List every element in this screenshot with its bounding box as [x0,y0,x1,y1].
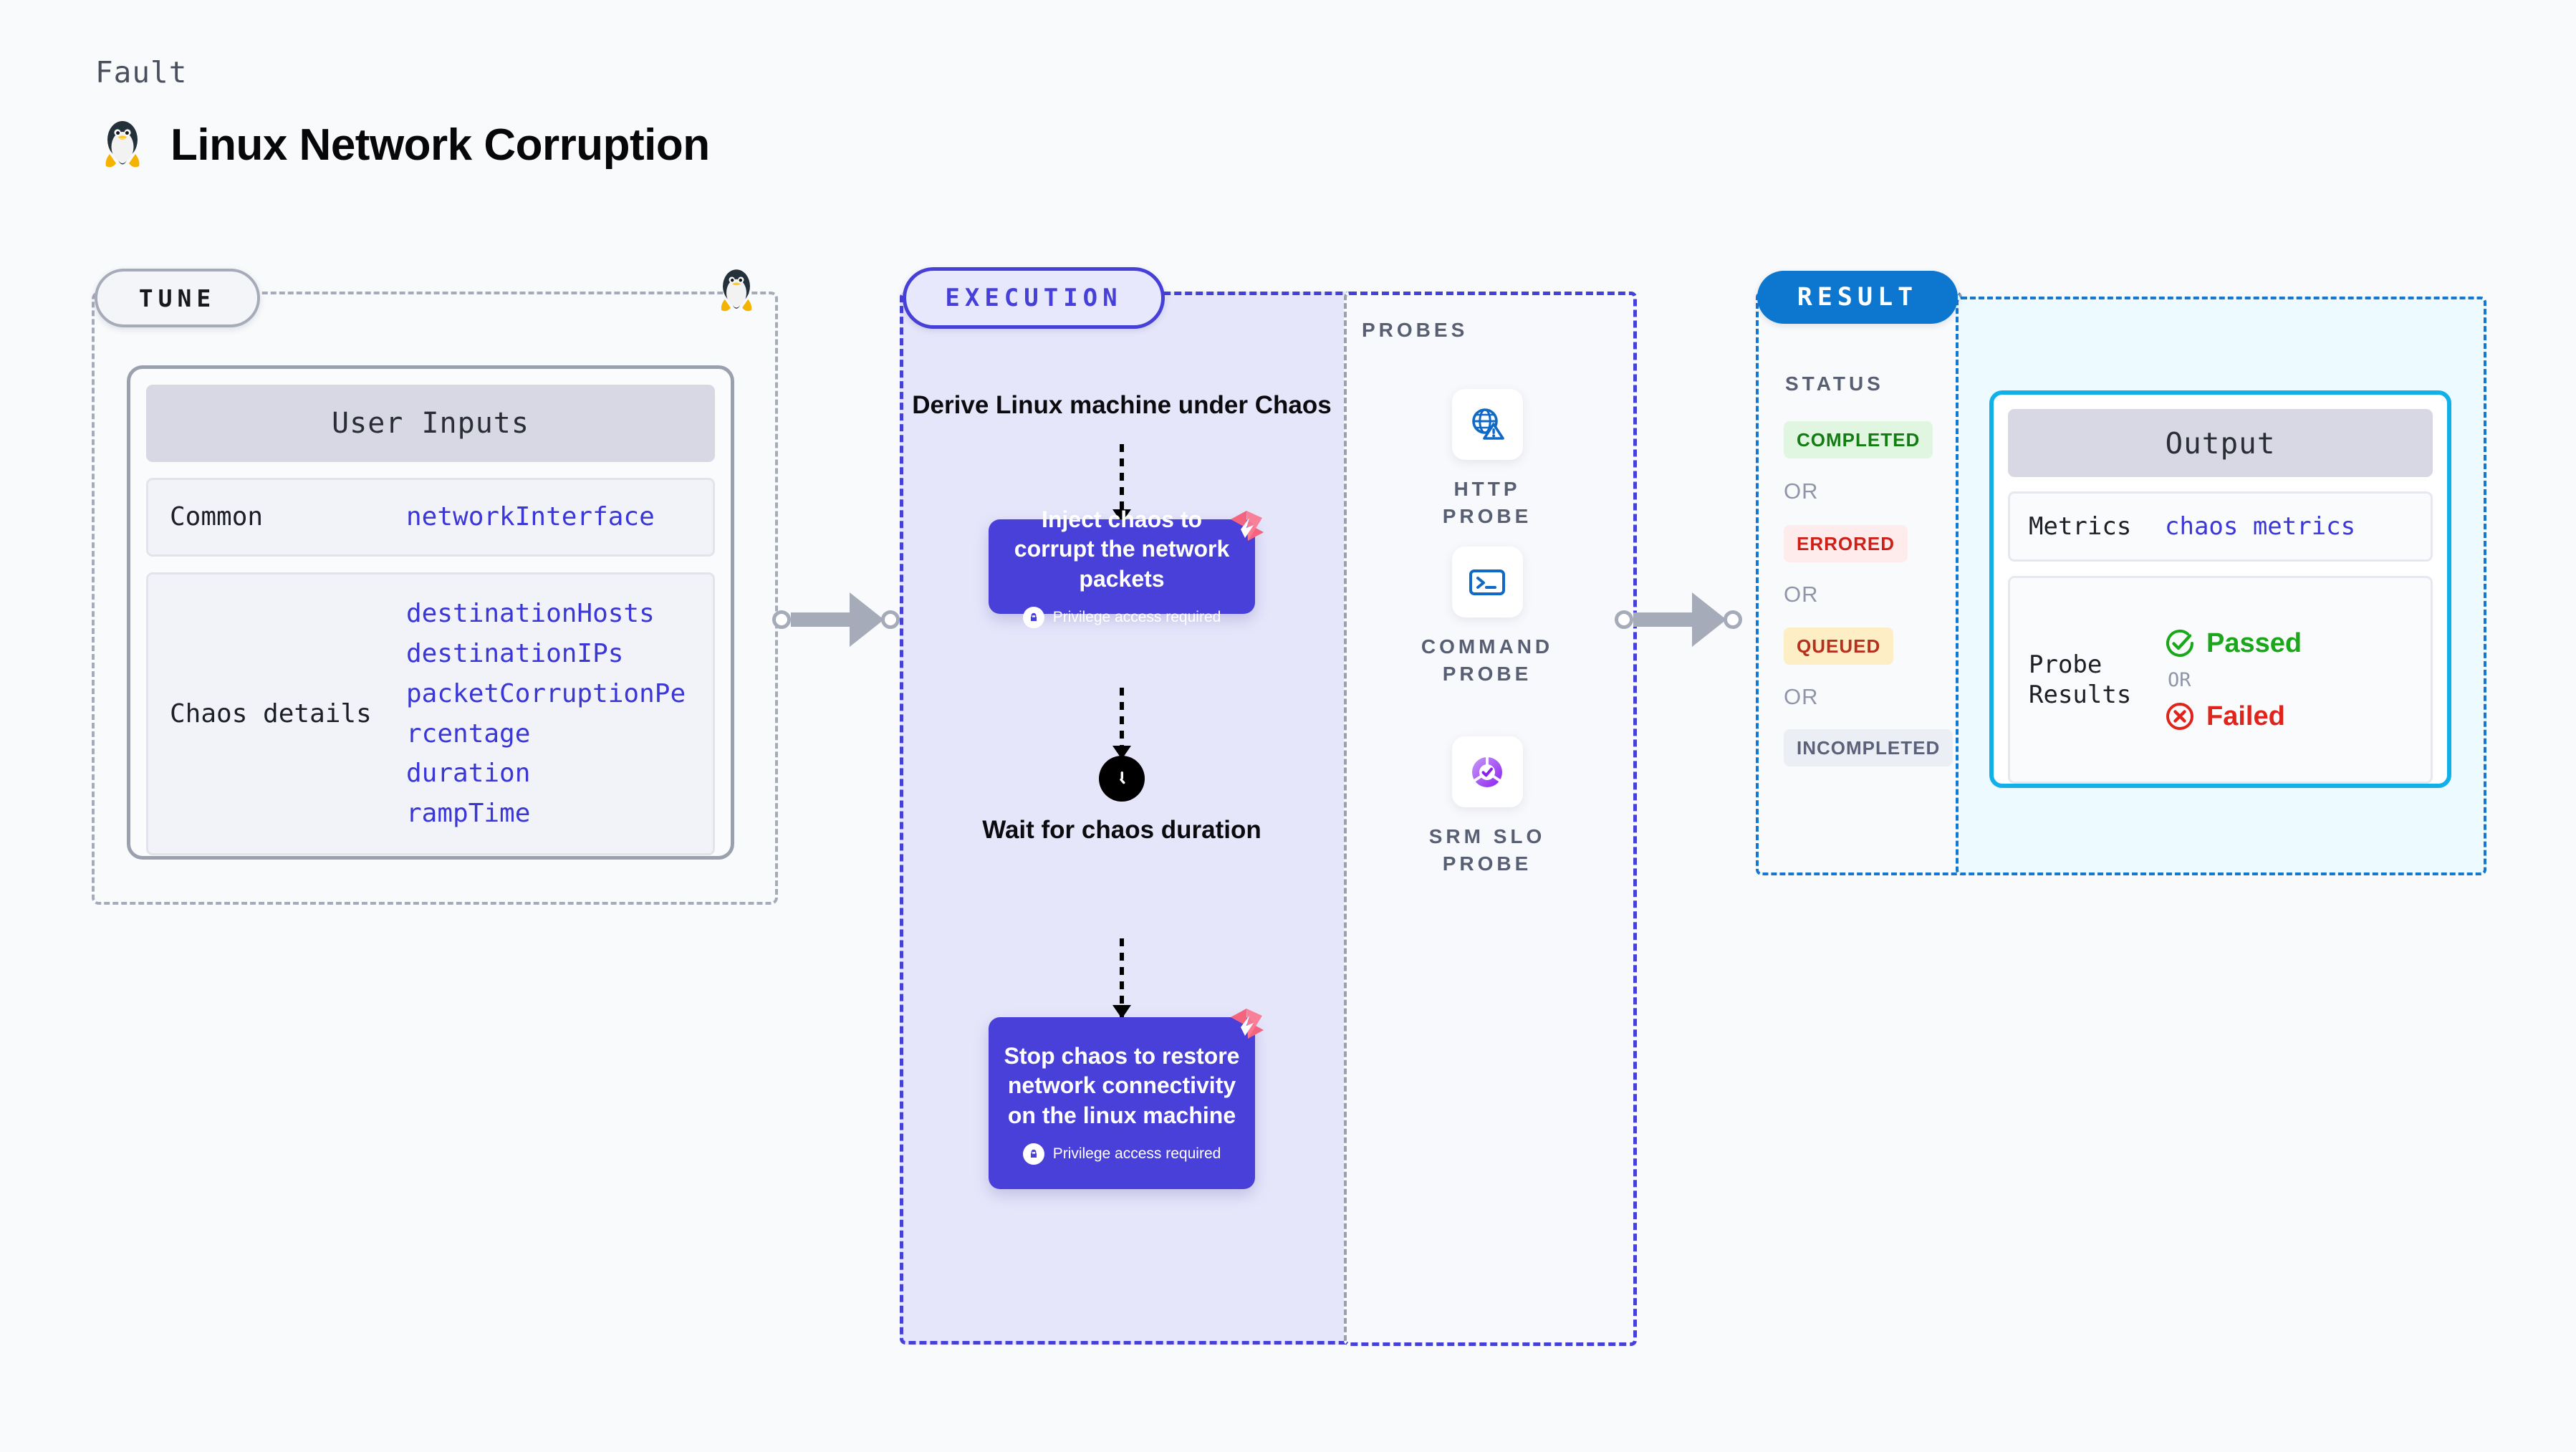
input-value: packetCorruptionPercentage [406,678,686,749]
connector-dot [772,610,791,629]
failed-label: Failed [2206,701,2285,731]
status-or-label: OR [1784,684,1819,709]
user-inputs-title: User Inputs [146,385,715,462]
probe-result-values: Passed OR Failed [2165,628,2302,732]
status-badge-completed: COMPLETED [1784,421,1933,458]
passed-label: Passed [2206,628,2302,658]
result-panel [1756,292,1962,875]
status-or-label: OR [1784,479,1819,504]
probe-label: HTTP PROBE [1442,478,1532,527]
input-group-label: Chaos details [170,698,372,729]
fault-kind-label: Fault [95,55,188,90]
connector-bar [1633,612,1693,627]
globe-warning-icon [1451,389,1523,460]
probe-srm-slo[interactable]: SRM SLO PROBE [1416,736,1559,878]
connector-arrowhead [1692,592,1726,647]
output-label: Probe Results [2029,650,2132,710]
input-value: networkInterface [406,502,655,532]
output-label: Metrics [2029,511,2132,541]
connector-dot [1615,610,1633,629]
probe-result-passed: Passed [2165,628,2302,659]
execution-stage-badge[interactable]: EXECUTION [903,267,1165,329]
status-badge-errored: ERRORED [1784,525,1908,562]
connector-probes-to-result [1615,592,1742,647]
slo-check-icon [1451,736,1523,807]
check-circle-icon [2166,630,2193,657]
step-title: Inject chaos to corrupt the network pack… [1014,506,1230,592]
flow-arrow [1120,938,1124,1017]
privilege-text: Privilege access required [1052,1145,1221,1163]
connector-dot [881,610,900,629]
tune-stage-badge[interactable]: TUNE [95,269,260,327]
connector-tune-to-execution [772,592,900,647]
execution-flow: Derive Linux machine under Chaos Inject … [900,292,1344,1337]
input-value: duration [406,759,531,789]
privilege-note: Privilege access required [1022,607,1221,629]
input-group-label: Common [170,502,264,532]
status-title: STATUS [1785,372,1884,395]
x-circle-icon [2166,703,2193,730]
probe-http[interactable]: HTTP PROBE [1416,389,1559,530]
flow-arrow [1120,444,1124,521]
harness-logo-icon [1231,511,1264,541]
input-value: destinationIPs [406,638,624,668]
probe-label: COMMAND PROBE [1421,635,1554,685]
page-title: Linux Network Corruption [170,120,710,170]
probes-panel [1344,292,1637,1346]
page-title-row: Linux Network Corruption [100,118,710,171]
input-group-values: destinationHosts destinationIPs packetCo… [406,594,691,834]
probe-result-failed: Failed [2165,701,2302,732]
status-badge-queued: QUEUED [1784,628,1894,665]
probe-command[interactable]: COMMAND PROBE [1416,547,1559,688]
result-stage-badge[interactable]: RESULT [1757,271,1958,324]
output-card: Output Metrics chaos metrics Probe Resul… [1989,390,2451,788]
harness-logo-icon [1231,1009,1264,1039]
tune-linux-penguin-icon [716,266,756,319]
step-wait-duration: Wait for chaos duration [982,816,1261,844]
step-title: Stop chaos to restore network connectivi… [1004,1042,1240,1128]
input-group-values: networkInterface [406,497,655,537]
privilege-note: Privilege access required [1022,1143,1221,1165]
connector-dot [1724,610,1742,629]
input-group-common: Common networkInterface [146,478,715,557]
output-group-metrics: Metrics chaos metrics [2008,491,2433,562]
probes-title: PROBES [1362,319,1469,341]
connector-bar [791,612,851,627]
probe-label: SRM SLO PROBE [1428,825,1546,875]
output-group-probe-results: Probe Results Passed OR Failed [2008,576,2433,784]
status-badge-incompleted: INCOMPLETED [1784,729,1953,766]
input-value: rampTime [406,799,531,829]
clock-icon [1099,756,1145,802]
connector-arrowhead [850,592,884,647]
step-inject-chaos: Inject chaos to corrupt the network pack… [989,506,1264,629]
status-or-label: OR [1784,582,1819,607]
output-title: Output [2008,409,2433,477]
user-inputs-card: User Inputs Common networkInterface Chao… [127,365,734,860]
linux-penguin-icon [100,118,145,171]
input-value: destinationHosts [406,599,655,629]
lock-icon [1022,1143,1044,1165]
step-derive-machine: Derive Linux machine under Chaos [912,391,1332,419]
step-stop-chaos: Stop chaos to restore network connectivi… [989,1009,1264,1189]
privilege-text: Privilege access required [1052,609,1221,626]
probe-result-or: OR [2168,668,2191,691]
tune-panel [92,292,778,905]
lock-icon [1022,607,1044,629]
terminal-icon [1451,547,1523,617]
output-value: chaos metrics [2165,512,2356,541]
input-group-chaos-details: Chaos details destinationHosts destinati… [146,572,715,855]
flow-arrow [1120,688,1124,758]
